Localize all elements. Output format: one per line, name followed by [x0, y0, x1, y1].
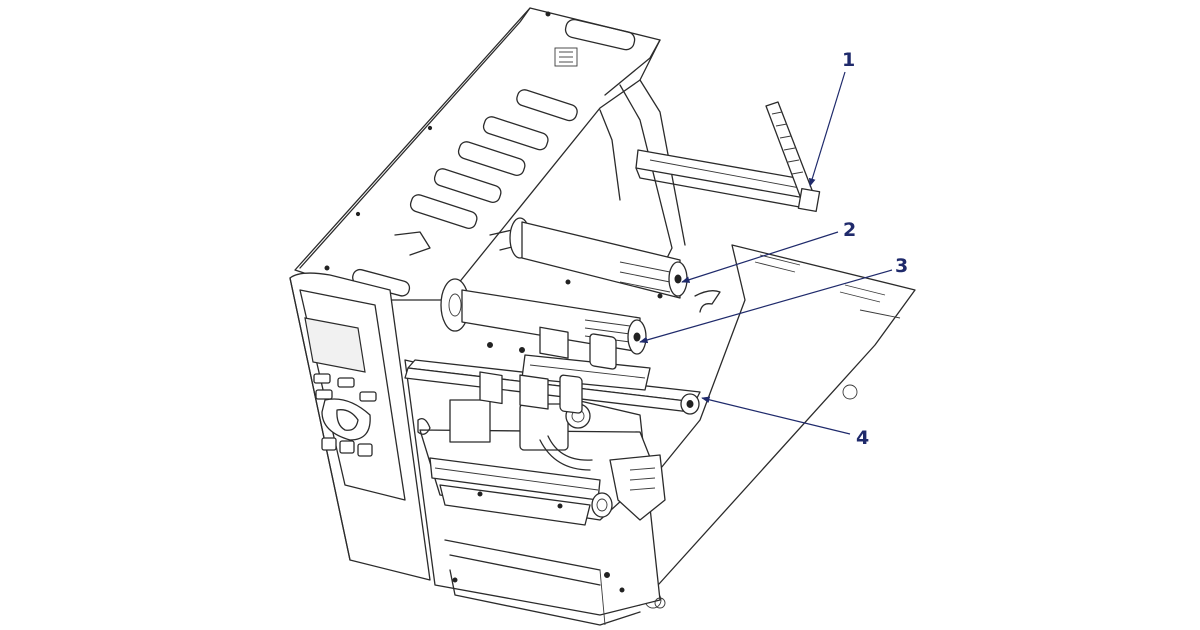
- callout-1-leader: [809, 71, 846, 187]
- ribbon-supply-spindle: [509, 217, 721, 370]
- media-supply-guide: [635, 101, 821, 213]
- callout-4-label: 4: [856, 427, 869, 449]
- callout-2: 2: [681, 219, 856, 283]
- callout-2-leader: [681, 231, 839, 283]
- printhead-assembly: [417, 399, 666, 526]
- callout-3-leader: [639, 269, 893, 344]
- control-panel-display: [304, 317, 366, 373]
- callout-3-label: 3: [895, 255, 908, 277]
- callout-2-label: 2: [843, 219, 856, 241]
- rear-frame: [599, 79, 686, 263]
- callout-4: 4: [701, 396, 869, 449]
- control-panel-keypad: [313, 373, 377, 457]
- callout-1: 1: [809, 49, 855, 187]
- callout-3: 3: [639, 255, 908, 344]
- callout-1-label: 1: [842, 49, 855, 71]
- printer-top-cover: [294, 7, 661, 301]
- ribbon-roller-bar: [404, 354, 701, 415]
- callout-4-leader: [701, 396, 851, 435]
